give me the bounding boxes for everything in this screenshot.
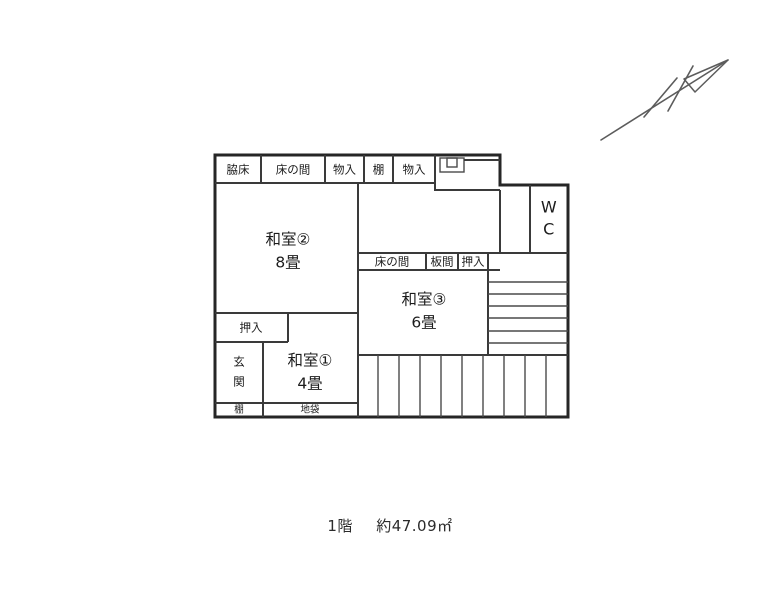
building-outline [213, 153, 570, 419]
wc-line2: C [543, 220, 555, 239]
room-label-washitsu-2: 和室② 8畳 [266, 231, 311, 272]
caption-floor-label: 1階 [327, 517, 353, 535]
wc-line1: W [541, 198, 557, 217]
cell-label-tana-bottom: 棚 [234, 404, 244, 416]
cell-label-jibukuro: 地袋 [300, 404, 320, 416]
room-label-washitsu-3: 和室③ 6畳 [402, 291, 447, 332]
wc-block [499, 185, 568, 254]
washitsu-2-name: 和室② [266, 231, 311, 249]
room-label-wc: W C [541, 198, 557, 239]
room-label-genkan: 玄 関 [233, 355, 245, 389]
mid-closet-row [358, 252, 500, 271]
washitsu-3-size: 6畳 [411, 314, 436, 332]
washitsu-1-size: 4畳 [297, 375, 322, 393]
cell-label-tokonoma-mid: 床の間 [375, 255, 410, 269]
cell-label-monoire-1: 物入 [333, 163, 356, 177]
engawa-strip [358, 354, 568, 417]
cell-label-monoire-2: 物入 [403, 163, 426, 177]
sink-fixture-icon [439, 157, 465, 173]
washitsu-3-name: 和室③ [402, 291, 447, 309]
room-label-washitsu-1: 和室① 4畳 [288, 352, 333, 393]
north-arrow-icon [600, 59, 729, 141]
top-closet-row [215, 155, 500, 191]
genkan-line1: 玄 [233, 355, 245, 369]
washitsu-2-size: 8畳 [275, 254, 300, 272]
cell-label-tana-top: 棚 [373, 163, 385, 177]
cell-label-oshiire-mid: 押入 [462, 255, 485, 269]
caption-area-label: 約47.09㎡ [376, 517, 453, 535]
cell-label-wakidoko: 脇床 [227, 163, 250, 177]
floor-area-caption: 1階 約47.09㎡ [0, 515, 780, 536]
cell-label-tokonoma-top: 床の間 [276, 163, 311, 177]
washitsu-1-name: 和室① [288, 352, 333, 370]
cell-label-itama: 板間 [431, 255, 454, 269]
main-partition-walls [215, 183, 359, 417]
genkan-line2: 関 [233, 375, 245, 389]
cell-label-oshiire-left: 押入 [240, 321, 263, 335]
